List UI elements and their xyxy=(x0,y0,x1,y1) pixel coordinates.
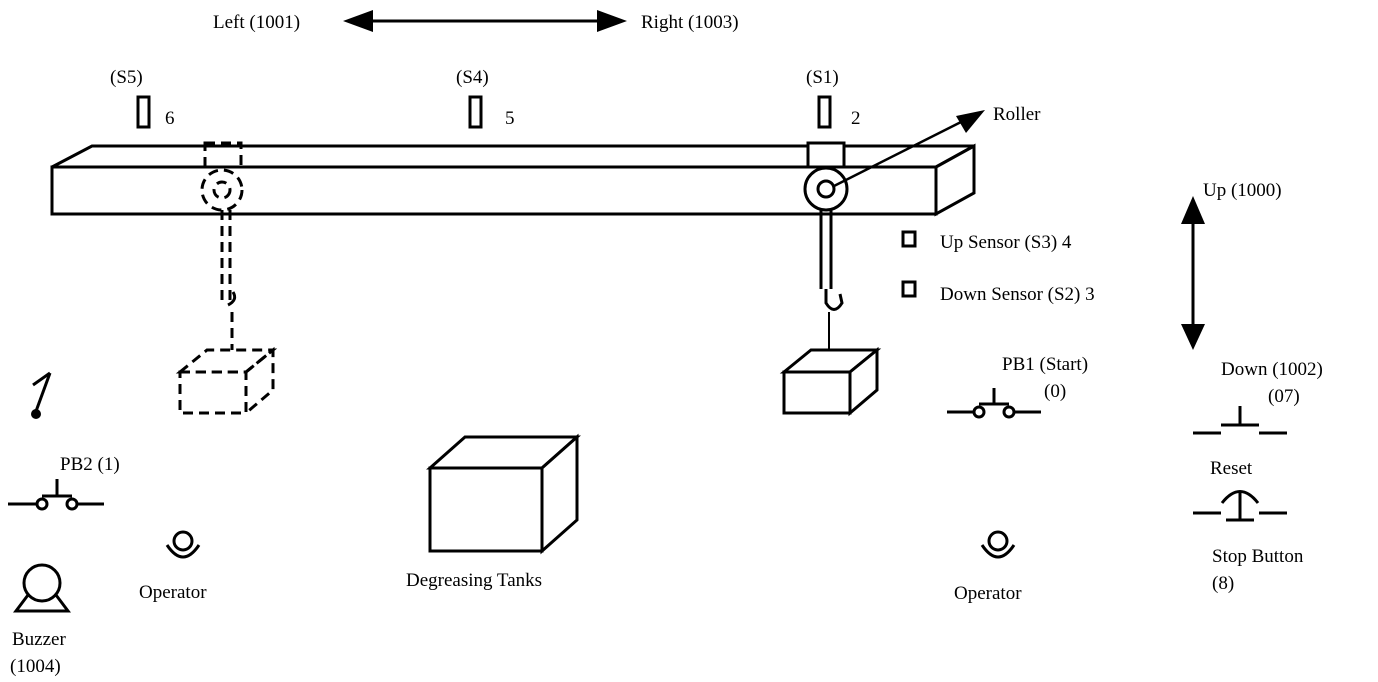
s1-label: (S1) xyxy=(806,67,839,88)
up-sensor-icon xyxy=(901,230,917,248)
load-box xyxy=(779,346,882,417)
down-label: Down (1002) xyxy=(1221,359,1323,380)
left-right-arrow xyxy=(343,10,627,32)
s4-label: (S4) xyxy=(456,67,489,88)
pb1-push-button-icon[interactable] xyxy=(947,388,1041,419)
up-down-arrow xyxy=(1181,196,1205,350)
stop-label: Stop Button xyxy=(1212,546,1304,567)
operator-left-label: Operator xyxy=(139,582,207,603)
trolley-right xyxy=(779,110,985,417)
load-box-dashed xyxy=(175,346,278,415)
s5-sensor-icon xyxy=(136,95,151,129)
tanks-label: Degreasing Tanks xyxy=(406,570,542,591)
operator-left-icon xyxy=(165,530,201,559)
degreasing-tank xyxy=(426,433,581,555)
buzzer-label: Buzzer xyxy=(12,629,66,650)
roller-label: Roller xyxy=(993,104,1041,125)
down-sensor-icon xyxy=(901,280,917,298)
up-sensor-label: Up Sensor (S3) 4 xyxy=(940,232,1072,253)
operator-right-icon xyxy=(980,530,1016,559)
s1-sensor-icon xyxy=(817,95,832,129)
hook-icon xyxy=(824,289,844,311)
down-push-button-icon[interactable] xyxy=(1193,406,1287,435)
down-sensor-label: Down Sensor (S2) 3 xyxy=(940,284,1095,305)
trolley-left-dashed xyxy=(175,141,278,415)
pb1-label: PB1 (Start) xyxy=(1002,354,1088,375)
s5-number: 6 xyxy=(165,108,175,129)
s4-number: 5 xyxy=(505,108,515,129)
up-label: Up (1000) xyxy=(1203,180,1282,201)
buzzer-number: (1004) xyxy=(10,656,61,677)
s5-label: (S5) xyxy=(110,67,143,88)
pb1-number: (0) xyxy=(1044,381,1066,402)
left-label: Left (1001) xyxy=(213,12,300,33)
down-number: (07) xyxy=(1268,386,1300,407)
rail-beam xyxy=(50,143,976,217)
s1-number: 2 xyxy=(851,108,861,129)
pb2-label: PB2 (1) xyxy=(60,454,120,475)
s4-sensor-icon xyxy=(468,95,483,129)
pb2-push-button-icon[interactable] xyxy=(8,479,104,511)
stop-number: (8) xyxy=(1212,573,1234,594)
buzzer-icon xyxy=(13,563,71,613)
operator-right-label: Operator xyxy=(954,583,1022,604)
reset-label: Reset xyxy=(1210,458,1253,479)
stop-push-button-icon[interactable] xyxy=(1193,490,1287,522)
right-label: Right (1003) xyxy=(641,12,739,33)
switch-icon xyxy=(31,371,52,419)
